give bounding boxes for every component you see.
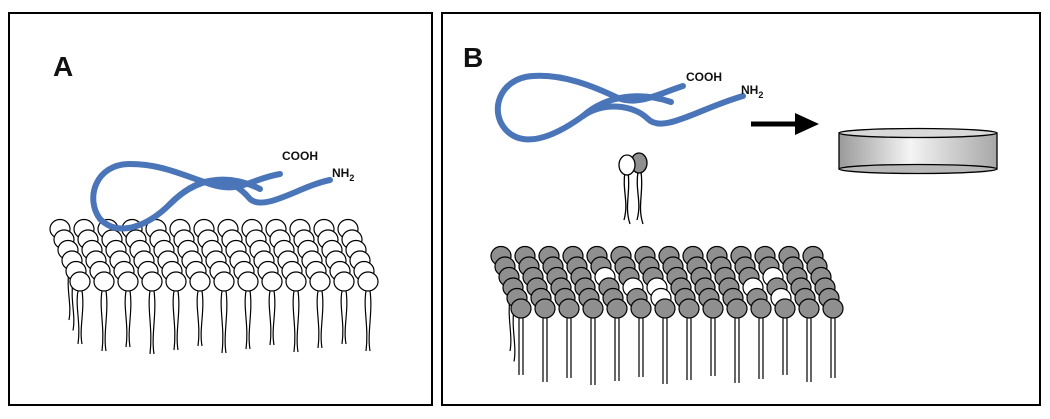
lipid-head — [69, 271, 91, 292]
protein-chain-icon — [90, 161, 333, 232]
lipid-tail — [244, 290, 252, 350]
panel-b-label: B — [463, 42, 483, 73]
lipid-tail — [316, 290, 324, 349]
lipid-tail — [364, 290, 372, 352]
lipid-tail — [220, 290, 228, 354]
lipid-head — [702, 298, 724, 319]
lipid-tail — [268, 290, 276, 346]
lipid-tail — [782, 317, 788, 375]
lipid-head — [750, 298, 772, 319]
right-arrow-icon — [751, 113, 819, 135]
c-terminus-label: COOH — [282, 149, 318, 163]
panel-a-figure: A COOH NH2 — [49, 51, 379, 355]
lipid-head — [510, 298, 532, 319]
lipid-tail — [100, 290, 108, 352]
lipid-head — [93, 271, 115, 292]
lipid-head — [606, 298, 628, 319]
lipid-head — [798, 298, 820, 319]
lipid-head — [726, 298, 748, 319]
lipid-tail — [830, 317, 836, 378]
lipid-head — [261, 271, 283, 292]
lipid-tail — [340, 290, 348, 345]
lipid-tail — [542, 317, 548, 382]
lipid-tail — [734, 318, 740, 383]
lipid-tail — [566, 317, 572, 378]
protein-loop — [580, 93, 674, 119]
nanodisc-icon — [838, 127, 998, 175]
lipid-head — [534, 298, 556, 319]
lipid-head — [285, 271, 307, 292]
n-terminus-label: NH2 — [332, 166, 354, 183]
lipid-head — [333, 271, 355, 292]
lipid-head — [678, 298, 700, 319]
lipid-tail — [686, 318, 692, 380]
lipid-pair-icon — [618, 152, 648, 225]
lipid-head — [630, 298, 652, 319]
lipid-tail — [758, 317, 764, 379]
n-terminus-label: NH2 — [741, 83, 763, 100]
lipid-head — [141, 271, 163, 292]
lipid-tail — [518, 317, 524, 375]
lipid-head — [309, 271, 331, 292]
lipid-head — [117, 271, 139, 292]
lipid-head — [582, 298, 604, 319]
lipid-head — [774, 298, 796, 319]
lipid-tail — [590, 317, 596, 385]
lipid-head — [237, 271, 259, 292]
protein-chain-icon — [494, 72, 746, 143]
panel-a-label: A — [53, 51, 73, 82]
c-terminus-label: COOH — [686, 70, 722, 84]
lipid-tail — [76, 290, 84, 345]
lipid-tail — [638, 318, 644, 377]
lipid-head — [558, 298, 580, 319]
lipid-head — [654, 298, 676, 319]
panel-b-figure: B COOH NH2 — [463, 42, 998, 385]
lipid-tail — [710, 318, 716, 376]
lipid-bilayer-white-icon — [49, 218, 379, 355]
lipid-tail — [148, 290, 156, 355]
lipid-head — [189, 271, 211, 292]
lipid-bilayer-gray-icon — [490, 245, 844, 385]
lipid-tail — [172, 290, 180, 351]
lipid-tail — [196, 290, 204, 347]
lipid-tail — [614, 317, 620, 381]
lipid-tail — [292, 290, 300, 353]
lipid-tail — [124, 290, 132, 348]
lipid-tail — [662, 318, 668, 384]
lipid-head — [213, 271, 235, 292]
panel-a: A COOH NH2 — [8, 12, 433, 406]
panel-b: B COOH NH2 — [441, 12, 1041, 406]
lipid-head — [822, 298, 844, 319]
lipid-head — [165, 271, 187, 292]
lipid-head — [357, 271, 379, 292]
protein-strand — [494, 72, 746, 143]
protein-loop — [167, 176, 263, 207]
protein-strand — [90, 161, 333, 232]
lipid-tail — [806, 318, 812, 383]
